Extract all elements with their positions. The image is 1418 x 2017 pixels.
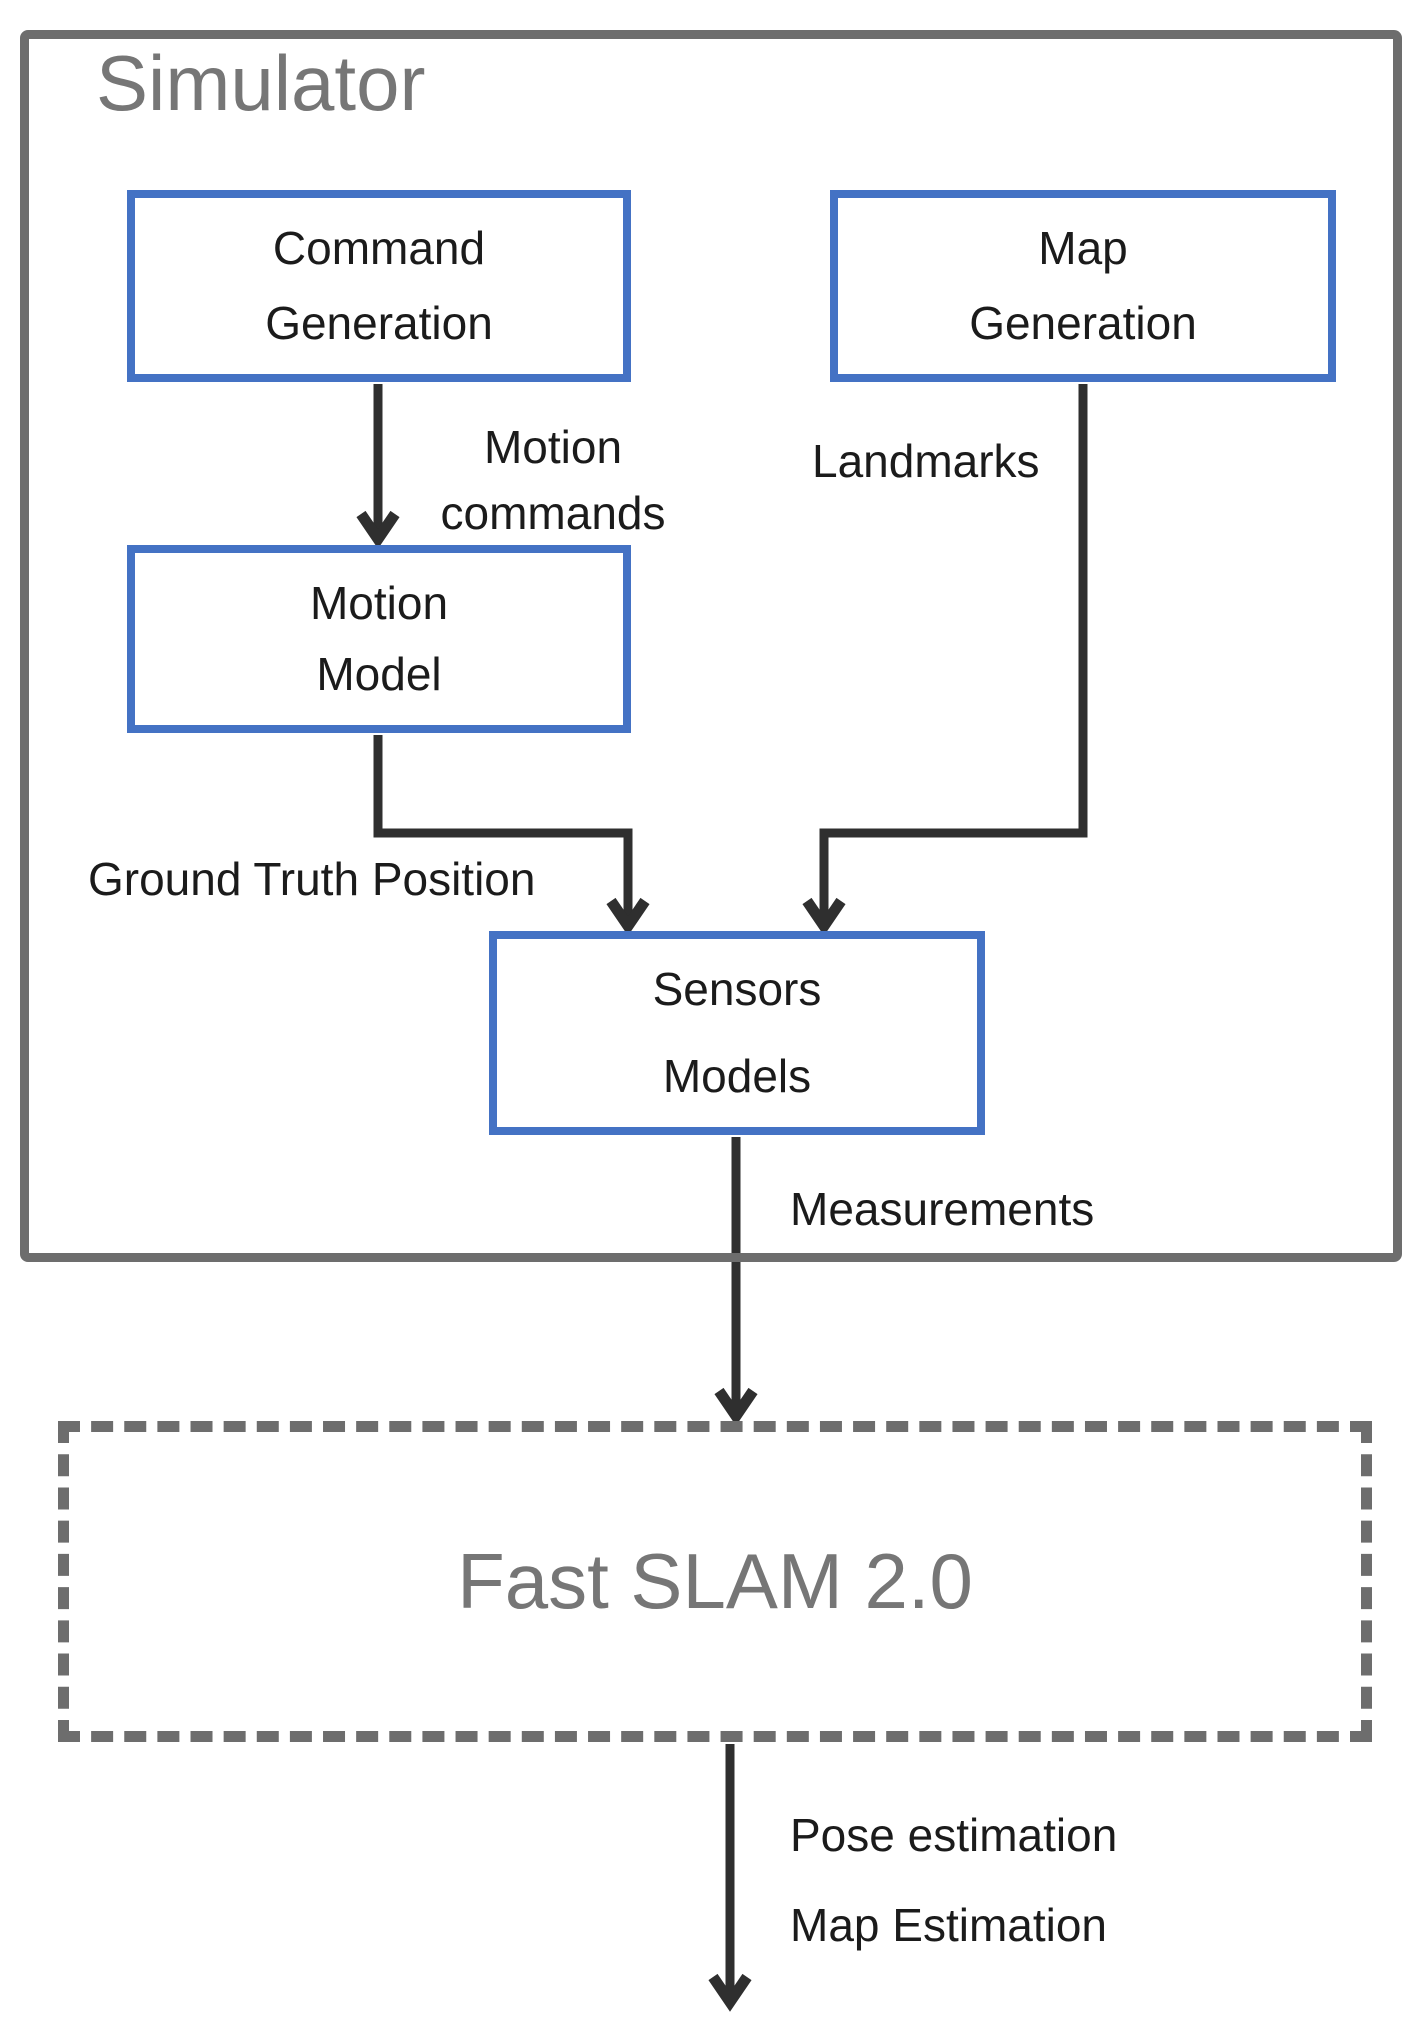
fastslam-label: Fast SLAM 2.0 bbox=[457, 1537, 973, 1625]
node-motion-model-line1: Motion bbox=[309, 577, 449, 629]
edge-label-pose-estimation: Pose estimation bbox=[790, 1809, 1118, 1861]
node-command-generation-line2: Generation bbox=[265, 297, 493, 350]
node-command-generation: Command Generation bbox=[127, 190, 631, 382]
node-map-generation: Map Generation bbox=[830, 190, 1336, 382]
fastslam-box: Fast SLAM 2.0 bbox=[58, 1421, 1372, 1742]
node-map-generation-line1: Map bbox=[1038, 222, 1128, 274]
arrow-fastslam-output bbox=[708, 1744, 752, 2012]
edge-label-motion-commands-line1: Motion bbox=[483, 421, 623, 473]
node-command-generation-line1: Command bbox=[272, 222, 486, 274]
edge-label-measurements: Measurements bbox=[790, 1183, 1095, 1235]
node-motion-model-line2: Model bbox=[316, 648, 442, 701]
edge-label-landmarks: Landmarks bbox=[812, 435, 1040, 487]
node-sensors-models-line2: Models bbox=[662, 1050, 812, 1103]
node-sensors-models: Sensors Models bbox=[489, 931, 985, 1135]
edge-label-map-estimation: Map Estimation bbox=[790, 1899, 1108, 1951]
node-sensors-models-line1: Sensors bbox=[652, 963, 822, 1015]
node-motion-model: Motion Model bbox=[127, 545, 631, 733]
edge-label-motion-commands: Motion commands bbox=[398, 414, 708, 546]
node-map-generation-line2: Generation bbox=[969, 297, 1197, 350]
simulator-container-box bbox=[20, 30, 1402, 1262]
simulator-title: Simulator bbox=[96, 39, 426, 127]
edge-label-ground-truth-position: Ground Truth Position bbox=[88, 853, 536, 905]
edge-label-motion-commands-line2: commands bbox=[440, 487, 666, 539]
